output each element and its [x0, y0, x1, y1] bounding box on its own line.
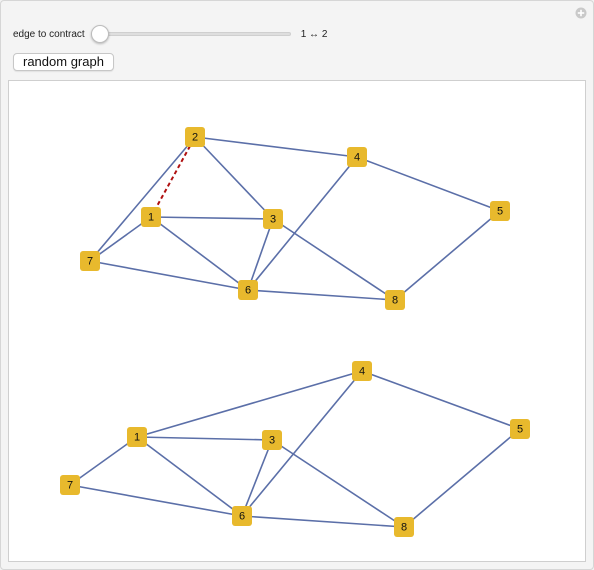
after-edge-1-7 — [69, 436, 138, 486]
before-node-3: 3 — [263, 209, 283, 229]
after-node-label-3: 3 — [269, 435, 275, 447]
after-node-box-3 — [262, 430, 282, 450]
before-node-box-1 — [141, 207, 161, 227]
after-node-1: 1 — [127, 427, 147, 447]
before-node-box-5 — [490, 201, 510, 221]
before-node-box-4 — [347, 147, 367, 167]
before-edge-3-8 — [272, 218, 396, 301]
before-node-8: 8 — [385, 290, 405, 310]
before-node-label-1: 1 — [148, 212, 154, 224]
before-node-6: 6 — [238, 280, 258, 300]
after-node-label-6: 6 — [239, 511, 245, 523]
before-node-5: 5 — [490, 201, 510, 221]
after-node-box-5 — [510, 419, 530, 439]
before-node-label-8: 8 — [392, 295, 398, 307]
edge-to-contract-slider[interactable] — [90, 25, 291, 43]
plus-circle-icon[interactable] — [575, 7, 587, 19]
graph-canvas: 2 4 1 3 5 7 6 8 4 1 3 5 7 6 8 — [8, 80, 586, 562]
before-node-1: 1 — [141, 207, 161, 227]
before-node-label-3: 3 — [270, 214, 276, 226]
after-edge-5-8 — [403, 428, 521, 528]
before-node-label-5: 5 — [497, 206, 503, 218]
before-edge-6-8 — [247, 289, 396, 301]
slider-thumb[interactable] — [90, 25, 109, 43]
after-node-7: 7 — [60, 475, 80, 495]
before-edge-7-6 — [89, 260, 249, 291]
after-node-5: 5 — [510, 419, 530, 439]
after-edge-3-6 — [241, 439, 273, 517]
before-node-box-7 — [80, 251, 100, 271]
before-edge-5-8 — [394, 210, 501, 301]
after-node-label-8: 8 — [401, 522, 407, 534]
before-node-4: 4 — [347, 147, 367, 167]
edge-control-row: edge to contract 1 ↔ 2 — [13, 25, 327, 43]
after-node-box-1 — [127, 427, 147, 447]
random-graph-button[interactable]: random graph — [13, 53, 114, 71]
after-node-3: 3 — [262, 430, 282, 450]
after-node-label-4: 4 — [359, 366, 365, 378]
before-node-box-2 — [185, 127, 205, 147]
after-edge-4-6 — [241, 370, 363, 517]
after-edge-1-6 — [136, 436, 243, 517]
before-edge-1-6 — [150, 216, 249, 291]
before-edge-2-4 — [194, 136, 358, 158]
before-node-box-8 — [385, 290, 405, 310]
before-node-7: 7 — [80, 251, 100, 271]
after-node-label-1: 1 — [134, 432, 140, 444]
after-edge-6-8 — [241, 515, 405, 528]
after-edge-1-3 — [136, 436, 273, 441]
before-node-label-4: 4 — [354, 152, 360, 164]
before-edge-1-7 — [89, 216, 152, 262]
after-node-box-4 — [352, 361, 372, 381]
after-edge-4-5 — [361, 370, 521, 430]
after-node-label-7: 7 — [67, 480, 73, 492]
before-contract-edge — [150, 136, 196, 218]
after-node-box-7 — [60, 475, 80, 495]
before-node-2: 2 — [185, 127, 205, 147]
after-node-box-8 — [394, 517, 414, 537]
before-edge-4-5 — [356, 156, 501, 212]
after-edge-7-6 — [69, 484, 243, 517]
before-node-label-2: 2 — [192, 132, 198, 144]
after-node-6: 6 — [232, 506, 252, 526]
before-edge-2-7 — [89, 136, 196, 262]
before-edge-3-6 — [247, 218, 274, 291]
edge-value-label: 1 ↔ 2 — [300, 28, 328, 40]
graph-svg: 2 4 1 3 5 7 6 8 4 1 3 5 7 6 8 — [60, 127, 530, 537]
after-node-label-5: 5 — [517, 424, 523, 436]
after-node-8: 8 — [394, 517, 414, 537]
before-node-box-3 — [263, 209, 283, 229]
slider-track[interactable] — [90, 32, 291, 36]
before-node-box-6 — [238, 280, 258, 300]
after-edge-3-8 — [271, 439, 405, 528]
before-node-label-6: 6 — [245, 285, 251, 297]
edge-to-contract-label: edge to contract — [13, 28, 85, 40]
after-node-box-6 — [232, 506, 252, 526]
before-edge-2-3 — [194, 136, 274, 220]
before-node-label-7: 7 — [87, 256, 93, 268]
before-edge-1-3 — [150, 216, 274, 220]
after-edge-1-4 — [136, 370, 363, 438]
before-edge-4-6 — [247, 156, 358, 291]
after-node-4: 4 — [352, 361, 372, 381]
